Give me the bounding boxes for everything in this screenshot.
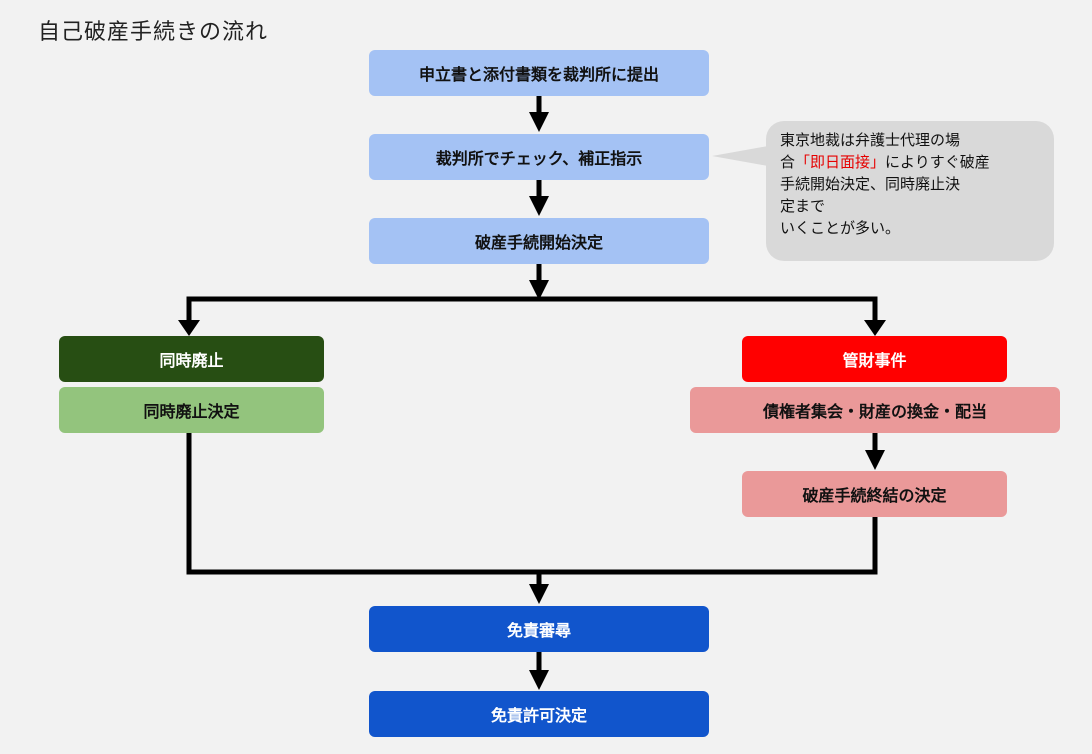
connector-merge-right <box>539 517 878 575</box>
step-start-label: 破産手続開始決定 <box>474 233 603 252</box>
callout-line-2-prefix: 合 <box>780 153 796 171</box>
step-check-label: 裁判所でチェック、補正指示 <box>435 149 643 168</box>
concurrent-decision-label: 同時廃止決定 <box>143 402 240 421</box>
page-title: 自己破産手続きの流れ <box>38 20 269 45</box>
step-submit-box: 申立書と添付書類を裁判所に提出 <box>369 50 709 96</box>
callout-line-2: 合「即日面接」によりすぐ破産 <box>780 151 1042 173</box>
callout-line-3: 手続開始決定、同時廃止決 <box>780 175 961 193</box>
step-submit-label: 申立書と添付書類を裁判所に提出 <box>418 65 659 84</box>
closing-decision-box: 破産手続終結の決定 <box>742 471 1007 517</box>
callout-line-4: 定まで <box>780 197 826 215</box>
review-box: 免責審尋 <box>369 606 709 652</box>
concurrent-header-label: 同時廃止 <box>159 351 224 370</box>
callout-highlight: 「即日面接」 <box>795 153 886 171</box>
closing-decision-label: 破産手続終結の決定 <box>802 486 947 505</box>
connector-split-horizontal <box>186 296 878 326</box>
review-label: 免責審尋 <box>506 621 571 640</box>
trustee-header-label: 管財事件 <box>842 351 907 370</box>
creditors-meeting-box: 債権者集会・財産の換金・配当 <box>690 387 1060 433</box>
connector-merge-left <box>186 433 539 575</box>
concurrent-decision-box: 同時廃止決定 <box>59 387 324 433</box>
callout-pointer <box>712 146 768 166</box>
callout-line-5: いくことが多い。 <box>780 219 901 237</box>
creditors-meeting-label: 債権者集会・財産の換金・配当 <box>762 402 987 421</box>
callout-line-1: 東京地裁は弁護士代理の場 <box>780 131 961 149</box>
trustee-header-box: 管財事件 <box>742 336 1007 382</box>
callout-line-2-suffix: によりすぐ破産 <box>885 153 990 171</box>
step-start-box: 破産手続開始決定 <box>369 218 709 264</box>
step-check-box: 裁判所でチェック、補正指示 <box>369 134 709 180</box>
discharge-label: 免責許可決定 <box>490 706 587 725</box>
callout-note: 東京地裁は弁護士代理の場 合「即日面接」によりすぐ破産 手続開始決定、同時廃止決… <box>766 121 1054 261</box>
arrow-to-trustee <box>864 320 886 336</box>
concurrent-header-box: 同時廃止 <box>59 336 324 382</box>
discharge-box: 免責許可決定 <box>369 691 709 737</box>
arrow-to-concurrent <box>178 320 200 336</box>
